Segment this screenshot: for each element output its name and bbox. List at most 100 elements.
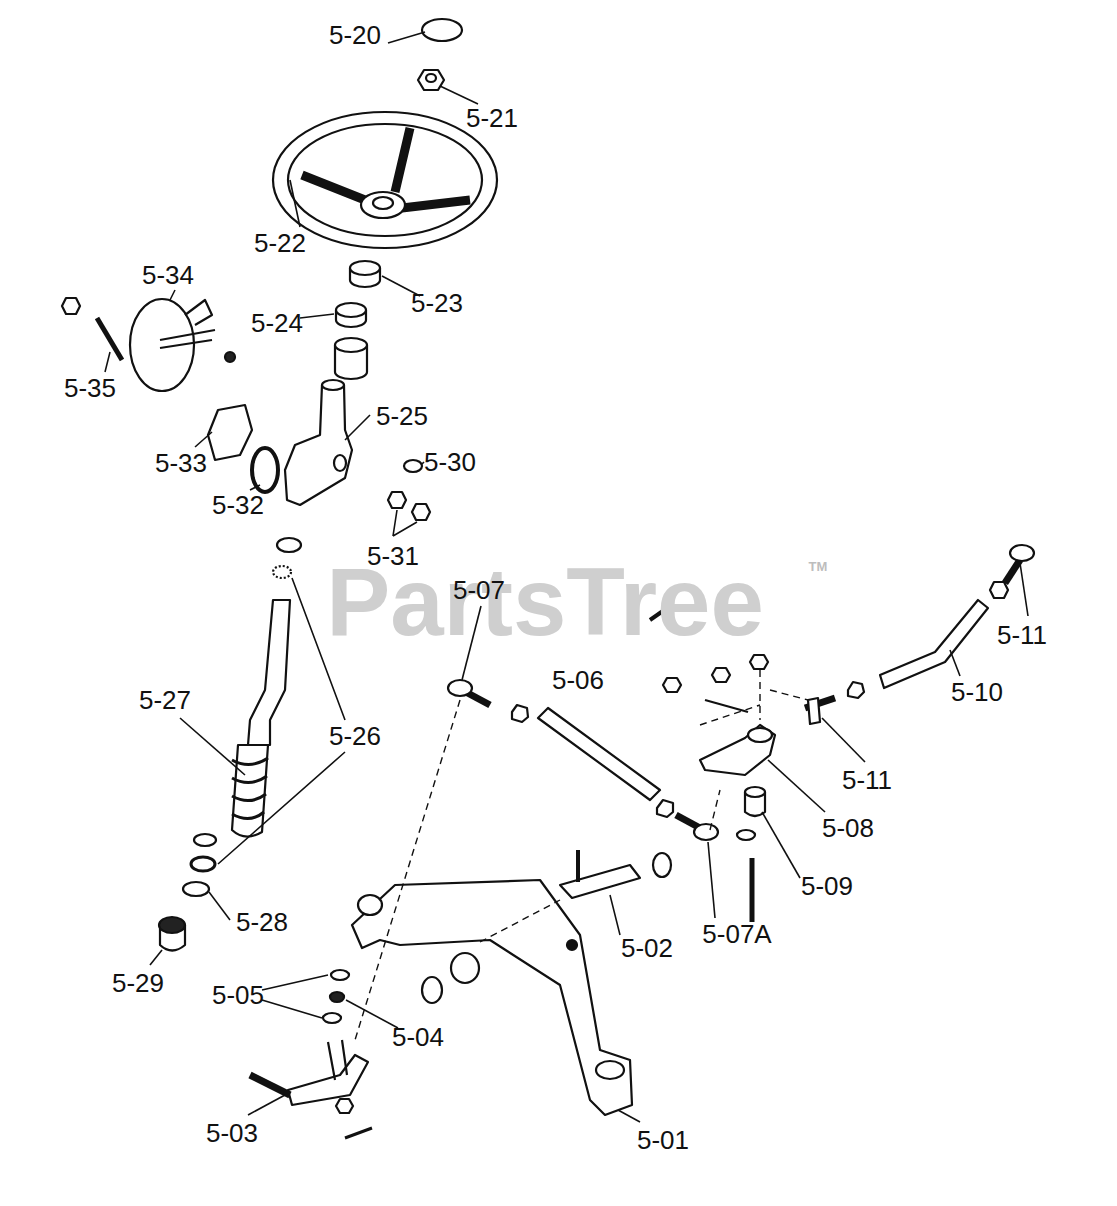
jam-nut [990, 582, 1008, 598]
tie-rod [538, 708, 660, 800]
nut [567, 940, 577, 950]
callout-number: 5-34 [142, 262, 194, 288]
rod-end [808, 698, 820, 724]
watermark: TM [809, 560, 828, 573]
pivot-pin [560, 865, 640, 898]
callout-number: 5-24 [251, 310, 303, 336]
bolt [750, 858, 755, 922]
callout-number: 5-11 [842, 767, 892, 793]
spring [330, 992, 344, 1002]
callout-number: 5-22 [254, 230, 306, 256]
kingpin [328, 1040, 347, 1080]
callout-number: 5-08 [822, 815, 874, 841]
axle-bore [596, 1061, 624, 1079]
washer [331, 970, 349, 980]
worm-gear [232, 745, 268, 837]
callout-number: 5-04 [392, 1024, 444, 1050]
housing-hole [334, 455, 346, 471]
washer [404, 460, 422, 472]
steering-arm [700, 725, 775, 775]
callout-number: 5-03 [206, 1120, 258, 1146]
pivot-boss [451, 953, 479, 983]
callout-number: 5-29 [112, 970, 164, 996]
callout-number: 5-09 [801, 873, 853, 899]
nut [663, 678, 681, 692]
callout-number: 5-06 [552, 667, 604, 693]
bearing-balls [273, 566, 291, 578]
pivot-washer [653, 853, 671, 877]
callout-number: 5-25 [376, 403, 428, 429]
ball-joint [448, 680, 472, 696]
callout-number: 5-20 [329, 22, 381, 48]
ball-joint [694, 824, 718, 840]
column-top [322, 380, 344, 390]
shim [183, 882, 209, 896]
washer [737, 830, 755, 840]
hub-cap [422, 19, 462, 41]
steering-shaft [248, 600, 290, 745]
callout-number: 5-23 [411, 290, 463, 316]
plate-shaft [160, 330, 215, 348]
column-sleeve-top [335, 338, 367, 352]
nut [62, 298, 80, 314]
nut [418, 70, 444, 90]
seal-ring [252, 448, 278, 492]
callout-number: 5-33 [155, 450, 207, 476]
washer [323, 1013, 341, 1023]
arm-link [705, 700, 748, 712]
worm-threads [232, 758, 268, 819]
assembly-line [355, 670, 808, 1040]
jam-nut [657, 800, 673, 817]
nut-hole [426, 74, 436, 82]
jam-nut [848, 682, 864, 698]
spindle-axle [250, 1075, 290, 1095]
bearing-cup [191, 857, 215, 871]
callout-number: 5-10 [951, 679, 1003, 705]
bearing [277, 538, 301, 552]
bearing [194, 834, 216, 846]
callout-number: 5-26 [329, 723, 381, 749]
callout-number: 5-28 [236, 909, 288, 935]
callout-number: 5-21 [466, 105, 518, 131]
leader-lines [105, 32, 1028, 1122]
nut [412, 504, 430, 520]
plate-nut [225, 352, 235, 362]
nut [750, 655, 768, 669]
callout-number: 5-01 [637, 1127, 689, 1153]
cotter-pin [345, 1128, 372, 1138]
spindle [288, 1055, 368, 1105]
nut [712, 668, 730, 682]
adjuster-top [159, 917, 185, 933]
callout-number: 5-32 [212, 492, 264, 518]
nut [388, 492, 406, 508]
pivot-washer [422, 977, 442, 1003]
jam-nut [512, 705, 528, 722]
bolt [576, 850, 580, 882]
wheel-hub [361, 192, 405, 218]
plate-arm [185, 300, 212, 325]
watermark: PartsTree [326, 554, 764, 650]
arm-boss [748, 728, 772, 742]
drag-link [880, 600, 988, 688]
callout-number: 5-27 [139, 687, 191, 713]
steering-wheel-inner [288, 124, 482, 236]
nut [336, 1099, 353, 1113]
callout-number: 5-35 [64, 375, 116, 401]
callout-number: 5-07A [702, 921, 771, 947]
wheel-hub-hole [373, 197, 393, 209]
callout-number: 5-02 [621, 935, 673, 961]
axle-bore [358, 895, 382, 915]
gasket [208, 405, 252, 460]
ball-joint [1010, 545, 1034, 561]
rod-end-thread [1005, 560, 1020, 583]
steering-wheel [273, 112, 497, 248]
callout-number: 5-30 [424, 449, 476, 475]
callout-number: 5-05 [212, 982, 264, 1008]
callout-number: 5-07 [453, 577, 505, 603]
column-housing [285, 385, 352, 505]
front-axle [352, 880, 632, 1115]
bushing-top [336, 303, 366, 317]
spacer-top [745, 787, 765, 797]
bushing-top [350, 261, 380, 275]
callout-number: 5-11 [997, 622, 1047, 648]
